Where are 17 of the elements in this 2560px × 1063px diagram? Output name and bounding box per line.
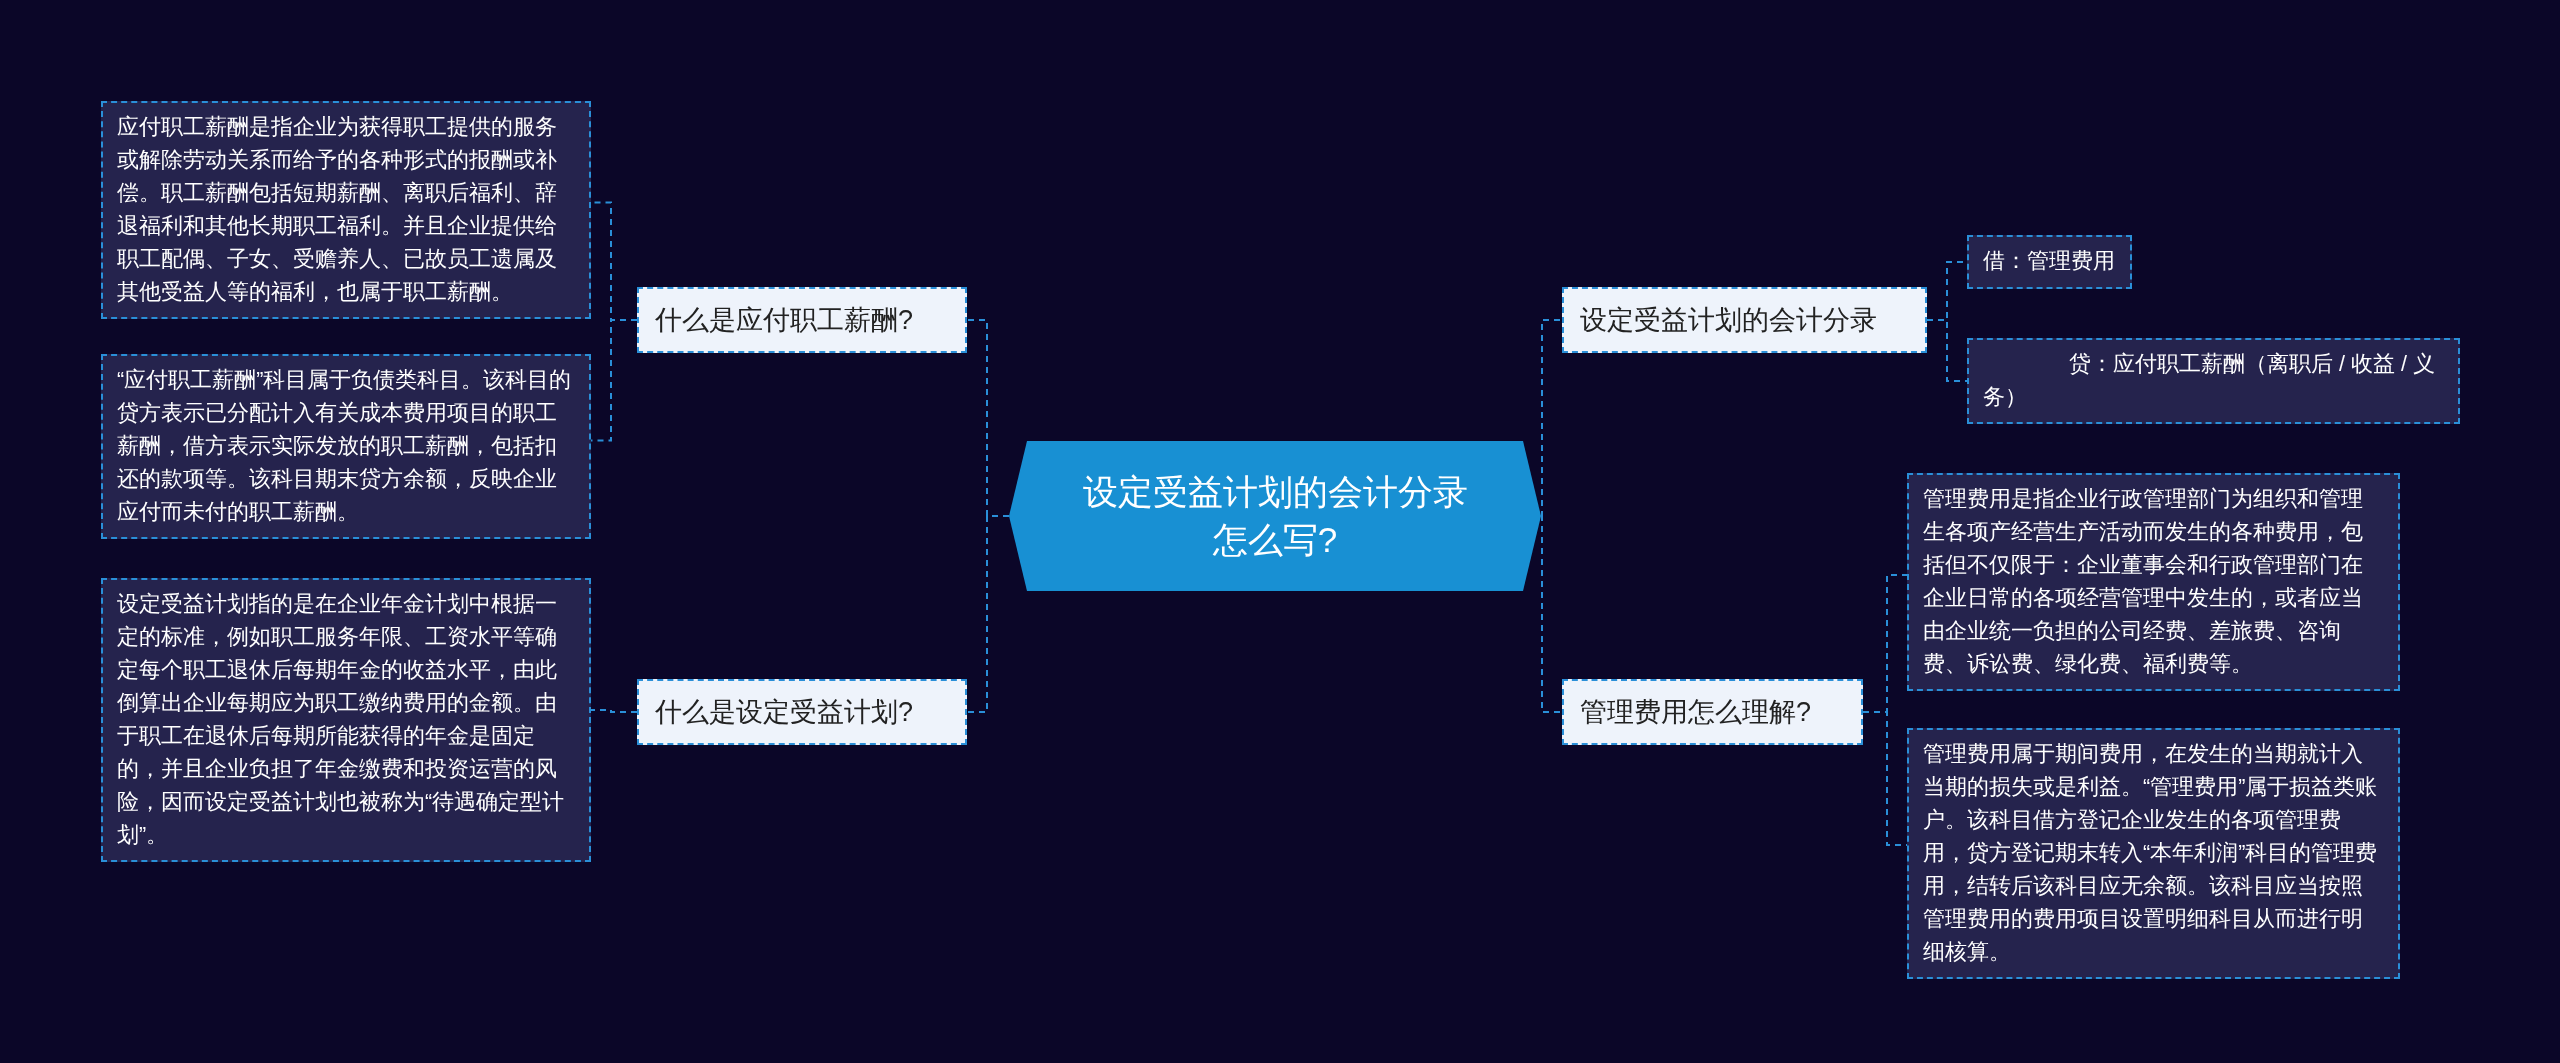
- note-box: 贷：应付职工薪酬（离职后 / 收益 / 义务）: [1967, 338, 2460, 424]
- note-box: 借：管理费用: [1967, 235, 2132, 289]
- note-box: 设定受益计划指的是在企业年金计划中根据一定的标准，例如职工服务年限、工资水平等确定每个职工退休后每期年金的收益水平，由此倒算出企业每期应为职工缴纳费用的金额。由于职工在退休后每期所能获得的年金是固定的，并且企业负担了年金缴费和投资运营的风险，因而设定受益计划也被称为“待遇确定型计划”。: [101, 578, 591, 862]
- topic-box: 什么是应付职工薪酬?: [637, 287, 967, 353]
- note-box: 管理费用属于期间费用，在发生的当期就计入当期的损失或是利益。“管理费用”属于损益类账户。该科目借方登记企业发生的各项管理费用，贷方登记期末转入“本年利润”科目的管理费用，结转后该科目应无余额。该科目应当按照管理费用的费用项目设置明细科目从而进行明细核算。: [1907, 728, 2400, 979]
- note-box: 管理费用是指企业行政管理部门为组织和管理生各项产经营生产活动而发生的各种费用，包括但不仅限于：企业董事会和行政管理部门在企业日常的各项经营管理中发生的，或者应当由企业统一负担的公司经费、差旅费、咨询费、诉讼费、绿化费、福利费等。: [1907, 473, 2400, 691]
- topic-box: 什么是设定受益计划?: [637, 679, 967, 745]
- topic-box: 管理费用怎么理解?: [1562, 679, 1863, 745]
- note-box: “应付职工薪酬”科目属于负债类科目。该科目的贷方表示已分配计入有关成本费用项目的职工薪酬，借方表示实际发放的职工薪酬，包括扣还的款项等。该科目期末贷方余额，反映企业应付而未付的职工薪酬。: [101, 354, 591, 539]
- connector-line: [966, 515, 1010, 713]
- connector-line: [1926, 319, 1968, 382]
- central-topic: 设定受益计划的会计分录怎么写?: [1009, 441, 1541, 591]
- topic-box: 设定受益计划的会计分录: [1562, 287, 1927, 353]
- note-box: 应付职工薪酬是指企业为获得职工提供的服务或解除劳动关系而给予的各种形式的报酬或补偿。职工薪酬包括短期薪酬、离职后福利、辞退福利和其他长期职工福利。并且企业提供给职工配偶、子女、受赡养人、已故员工遗属及其他受益人等的福利，也属于职工薪酬。: [101, 101, 591, 319]
- connector-line: [590, 709, 638, 713]
- connector-line: [1540, 515, 1563, 713]
- connector-line: [1540, 319, 1563, 517]
